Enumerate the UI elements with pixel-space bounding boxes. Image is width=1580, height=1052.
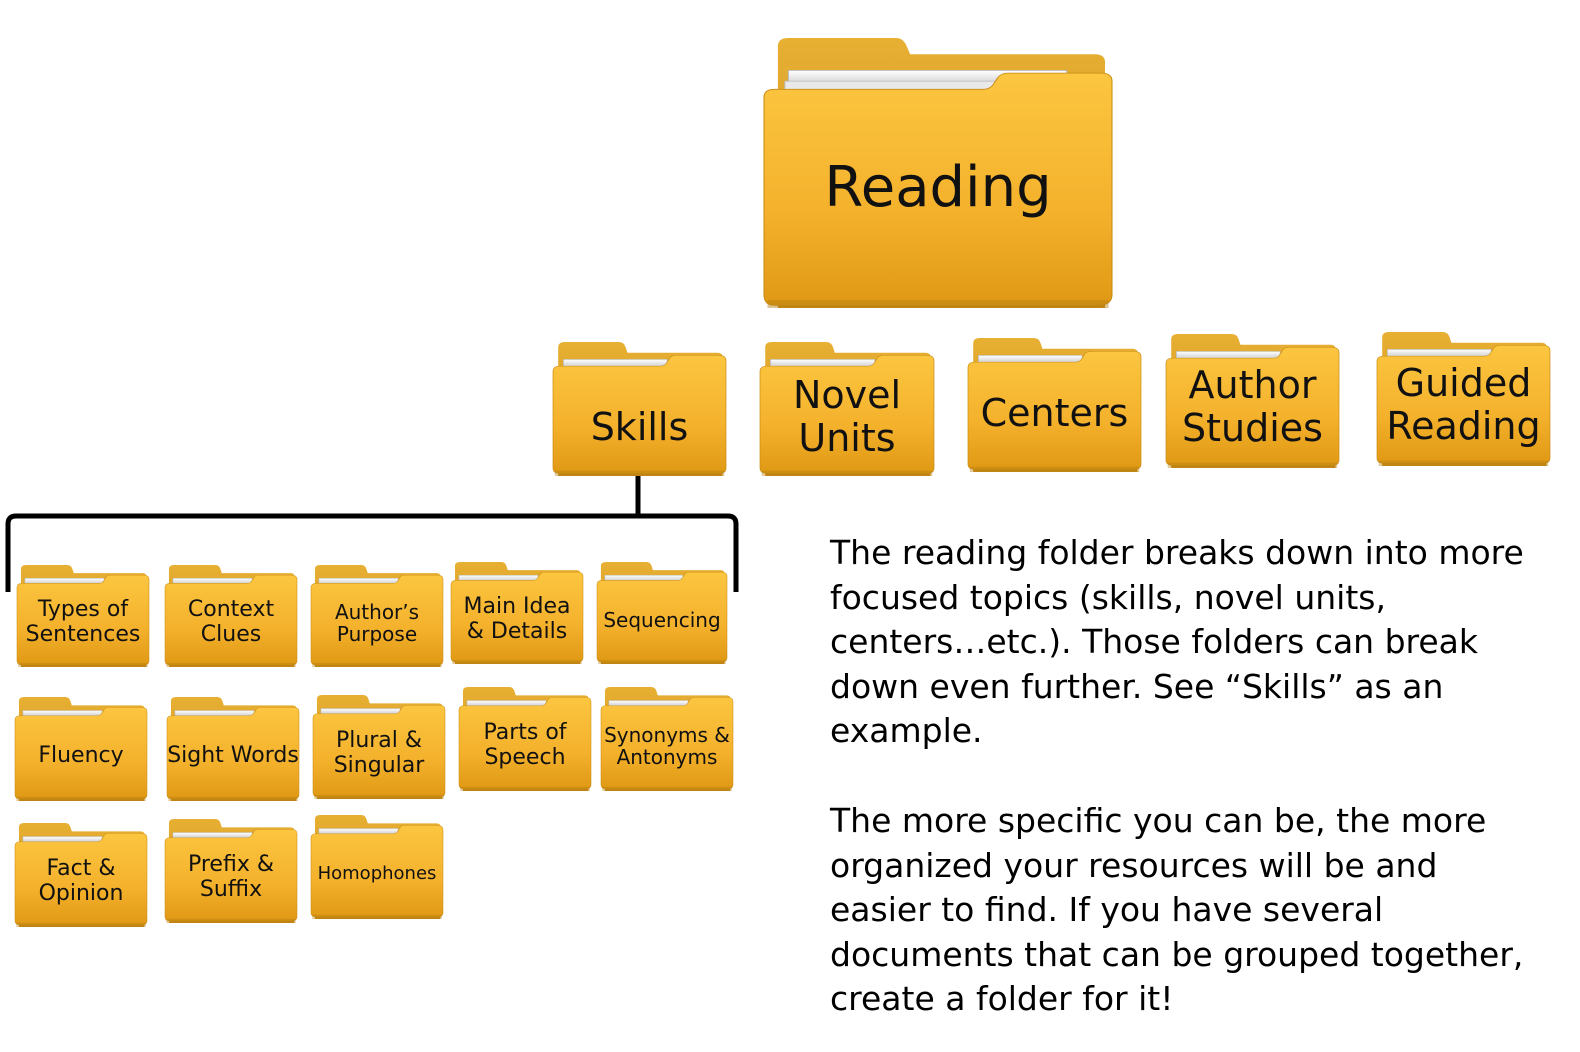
folder-icon [763,38,1113,308]
skill-folder[interactable]: Context Clues [164,565,298,667]
skill-folder-label: Parts of Speech [483,720,567,770]
folder-label: Guided Reading [1386,361,1541,448]
folder-guided-reading[interactable]: Guided Reading [1376,332,1551,466]
folder-icon [552,342,727,476]
folder-icon [164,819,298,923]
folder-centers[interactable]: Centers [967,338,1142,472]
folder-icon [312,695,446,799]
skill-folder[interactable]: Types of Sentences [16,565,150,667]
folder-label-reading: Reading [824,154,1052,220]
skill-folder-label: Prefix & Suffix [187,852,274,902]
skill-folder-label: Synonyms & Antonyms [604,722,730,769]
skill-folder-label: Context Clues [187,597,275,647]
description-paragraph-2: The more specific you can be, the more o… [830,801,1524,1019]
skill-folder-label: Fluency [38,742,124,768]
folder-reading[interactable]: Reading [763,38,1113,308]
skill-folder[interactable]: Prefix & Suffix [164,819,298,923]
skill-folder-label: Sequencing [603,607,721,632]
folder-novel-units[interactable]: Novel Units [759,342,935,476]
folder-label: Centers [980,390,1129,435]
skill-folder[interactable]: Plural & Singular [312,695,446,799]
skill-folder[interactable]: Fact & Opinion [14,823,148,927]
folder-icon [310,815,444,919]
skill-folder[interactable]: Sequencing [596,562,728,664]
skill-folder[interactable]: Main Idea & Details [450,562,584,664]
skill-folder[interactable]: Parts of Speech [458,687,592,791]
folder-icon [967,338,1142,472]
folder-label: Skills [590,404,689,449]
folder-icon [166,697,300,801]
skill-folder-label: Author’s Purpose [334,599,420,646]
skill-folder-label: Types of Sentences [25,597,141,647]
skill-folder-label: Fact & Opinion [38,856,124,906]
folder-label: Novel Units [792,373,902,460]
folder-label: Author Studies [1182,363,1323,450]
skill-folder-label: Homophones [317,862,437,884]
skill-folder-label: Plural & Singular [333,728,425,778]
skill-folder-label: Main Idea & Details [463,594,571,644]
folder-icon [450,562,584,664]
description-paragraph-1: The reading folder breaks down into more… [830,533,1524,751]
folder-icon [16,565,150,667]
skill-folder[interactable]: Synonyms & Antonyms [600,687,734,791]
folder-icon [14,697,148,801]
skill-folder[interactable]: Sight Words [166,697,300,801]
folder-icon [310,565,444,667]
folder-icon [1165,334,1340,468]
skill-folder[interactable]: Homophones [310,815,444,919]
folder-icon [1376,332,1551,466]
skill-folder-label: Sight Words [167,742,299,768]
skill-folder[interactable]: Author’s Purpose [310,565,444,667]
folder-icon [14,823,148,927]
folder-icon [759,342,935,476]
folder-icon [458,687,592,791]
folder-skills[interactable]: Skills [552,342,727,476]
folder-icon [600,687,734,791]
folder-icon [596,562,728,664]
folder-author-studies[interactable]: Author Studies [1165,334,1340,468]
folder-icon [164,565,298,667]
skill-folder[interactable]: Fluency [14,697,148,801]
